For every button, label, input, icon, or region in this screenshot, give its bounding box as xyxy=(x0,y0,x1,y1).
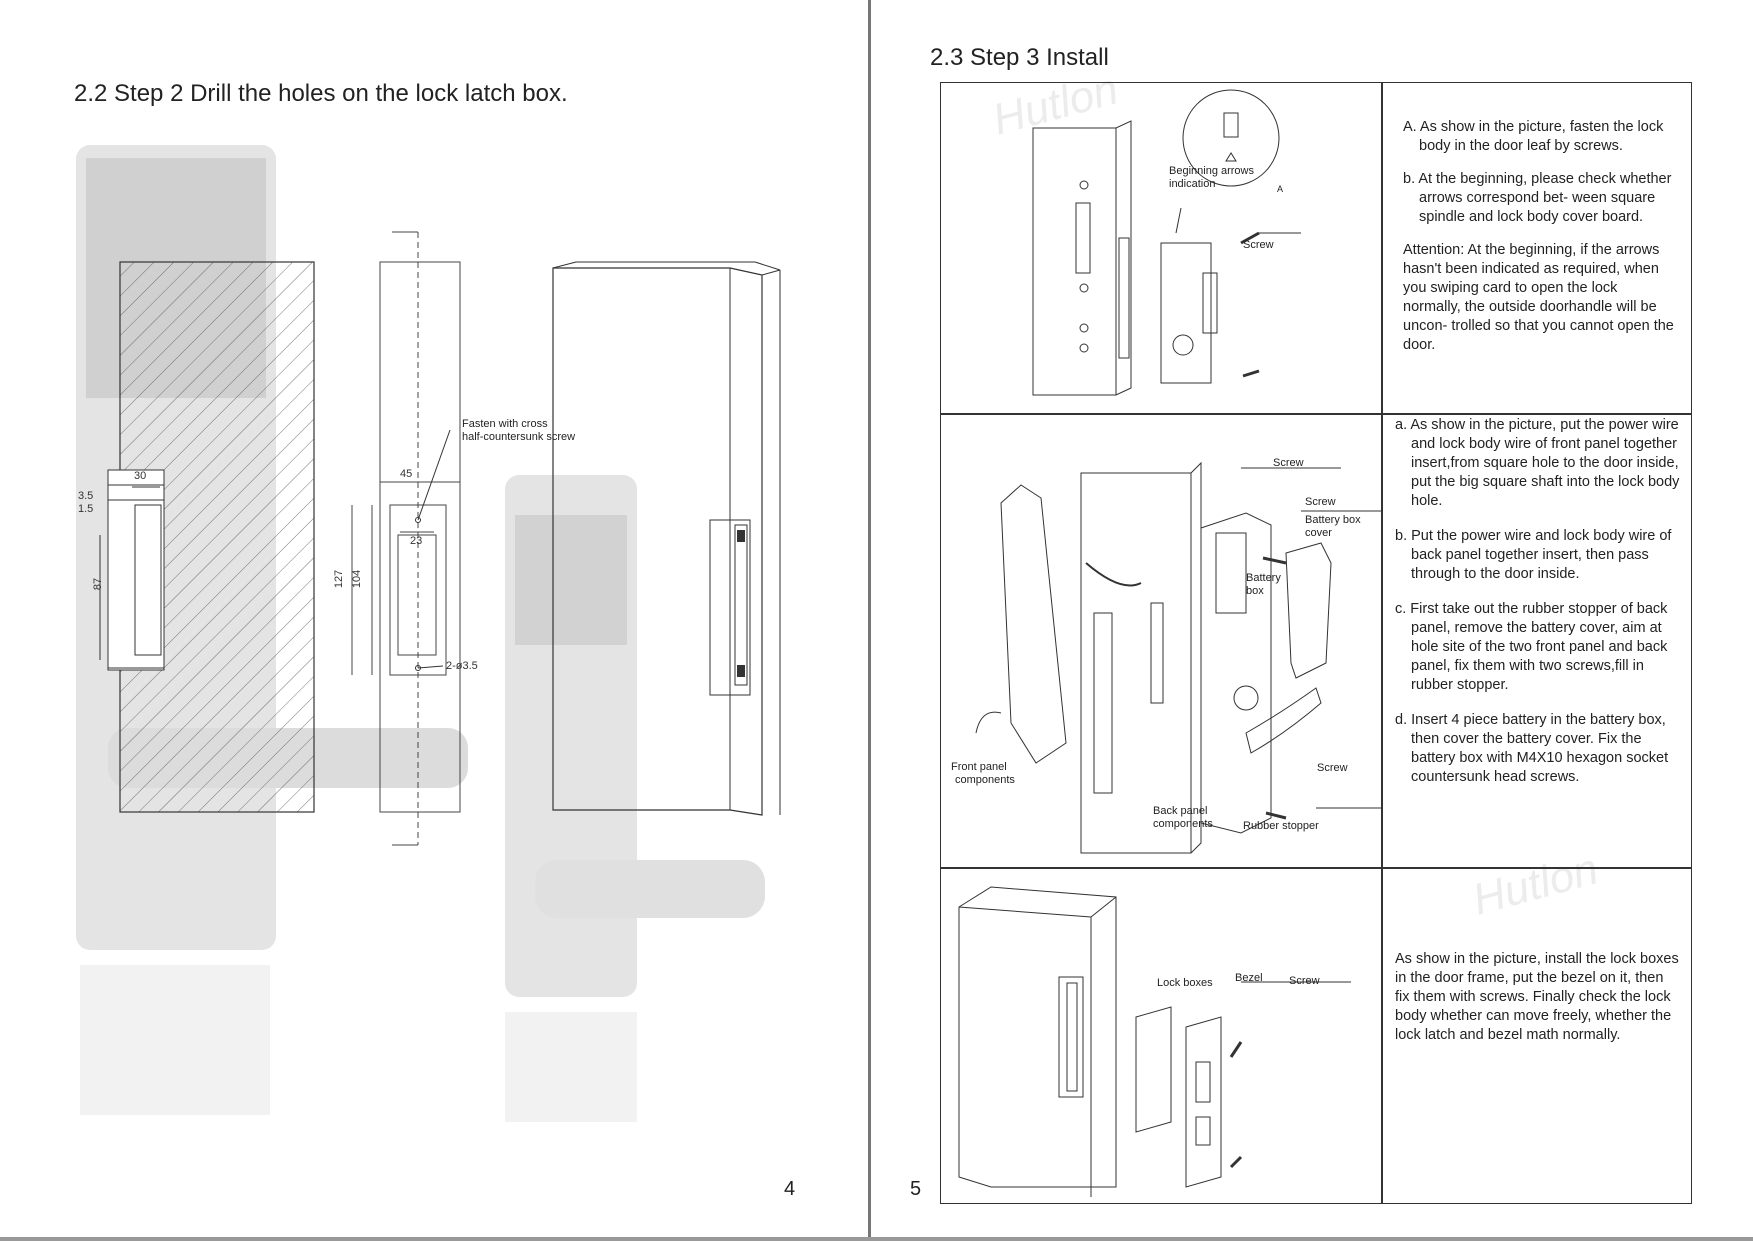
section-title-2-3: 2.3 Step 3 Install xyxy=(930,44,1109,71)
step-text-b: b. Put the power wire and lock body wire… xyxy=(1395,528,1672,582)
step-text-block: a. As show in the picture, put the power… xyxy=(1395,416,1687,801)
section-title-2-2: 2.2 Step 2 Drill the holes on the lock l… xyxy=(74,80,568,107)
table-divider xyxy=(1381,83,1383,1203)
dim-holes: 2-ø3.5 xyxy=(446,660,478,672)
step-text-block: A. As show in the picture, fasten the lo… xyxy=(1403,118,1678,369)
step-text-b: b. At the beginning, please check whethe… xyxy=(1403,171,1672,225)
lock-box-frame-diagram xyxy=(958,886,1351,1197)
dim-87: 87 xyxy=(92,577,105,591)
page-number: 5 xyxy=(910,1178,922,1200)
label-battery-box-cover-1: Battery box xyxy=(1305,514,1361,526)
dim-1-5: 1.5 xyxy=(78,503,94,515)
label-screw: Screw xyxy=(1243,239,1274,251)
label-rubber-stopper: Rubber stopper xyxy=(1243,820,1319,832)
label-front-panel-2: components xyxy=(955,774,1015,786)
label-back-panel-2: components xyxy=(1153,818,1213,830)
callout-fasten-line2: half-countersunk screw xyxy=(462,431,576,443)
attention-text: Attention: At the beginning, if the arro… xyxy=(1403,242,1674,353)
row-divider xyxy=(941,867,1691,869)
dim-23: 23 xyxy=(410,535,423,547)
label-bezel: Bezel xyxy=(1235,972,1263,984)
lock-drilling-diagram xyxy=(76,145,781,1122)
step-text-c: c. First take out the rubber stopper of … xyxy=(1395,601,1668,693)
label-screw-top: Screw xyxy=(1273,457,1304,469)
label-back-panel-1: Back panel xyxy=(1153,805,1208,817)
page-number: 4 xyxy=(784,1178,796,1200)
row-divider xyxy=(941,413,1691,415)
label-beginning-arrows: Beginning arrows xyxy=(1169,165,1254,177)
panel-assembly-diagram xyxy=(975,461,1381,854)
label-front-panel-1: Front panel xyxy=(951,761,1007,773)
step-text-row3: As show in the picture, install the lock… xyxy=(1395,951,1679,1043)
label-battery-box-2: box xyxy=(1246,585,1264,597)
dim-127: 127 xyxy=(333,569,346,589)
label-indication: indication xyxy=(1169,178,1216,190)
callout-fasten-line1: Fasten with cross xyxy=(462,418,548,430)
label-a: A xyxy=(1277,184,1284,194)
label-screw-2: Screw xyxy=(1305,496,1336,508)
label-screw: Screw xyxy=(1289,975,1320,987)
dim-45: 45 xyxy=(400,468,413,480)
label-battery-box-1: Battery xyxy=(1246,572,1281,584)
page-gutter xyxy=(868,0,871,1241)
install-steps-table: Beginning arrows indication A Screw A. A… xyxy=(940,82,1692,1204)
step-text-d: d. Insert 4 piece battery in the battery… xyxy=(1395,712,1669,785)
dim-3-5: 3.5 xyxy=(78,490,94,502)
dim-104: 104 xyxy=(351,569,364,589)
label-screw-bottom: Screw xyxy=(1317,762,1348,774)
lock-body-diagram xyxy=(1032,89,1301,396)
step-text-a: A. As show in the picture, fasten the lo… xyxy=(1403,119,1664,154)
label-lock-boxes: Lock boxes xyxy=(1157,977,1213,989)
right-page: Hutlon Hutlon 2.3 Step 3 Install xyxy=(872,0,1753,1241)
label-battery-box-cover-2: cover xyxy=(1305,527,1332,539)
step-text-a: a. As show in the picture, put the power… xyxy=(1395,417,1680,509)
dim-30: 30 xyxy=(134,470,147,482)
left-page: Hutlon 2.2 Step 2 Drill the holes on the… xyxy=(0,0,870,1241)
bottom-edge xyxy=(0,1237,1753,1241)
